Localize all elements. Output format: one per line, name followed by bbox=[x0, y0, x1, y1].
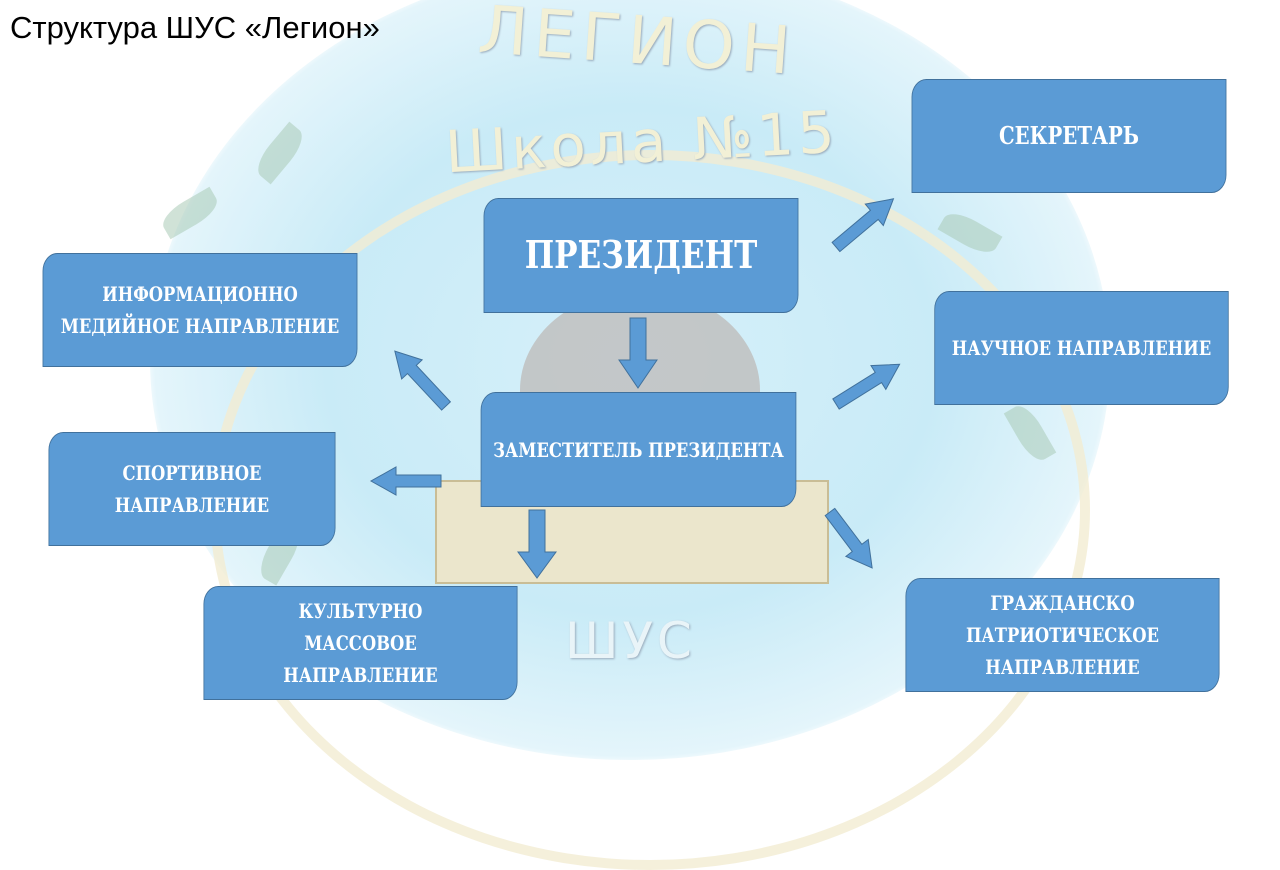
node-label: ИНФОРМАЦИОННО МЕДИЙНОЕ НАПРАВЛЕНИЕ bbox=[60, 282, 340, 338]
node-label: СПОРТИВНОЕ НАПРАВЛЕНИЕ bbox=[114, 461, 270, 517]
node-info-media[interactable]: ИНФОРМАЦИОННО МЕДИЙНОЕ НАПРАВЛЕНИЕ bbox=[42, 253, 358, 367]
node-civic[interactable]: ГРАЖДАНСКО ПАТРИОТИЧЕСКОЕ НАПРАВЛЕНИЕ bbox=[905, 578, 1220, 692]
arrow-deputy-to-info bbox=[394, 350, 452, 411]
node-label: ГРАЖДАНСКО ПАТРИОТИЧЕСКОЕ НАПРАВЛЕНИЕ bbox=[965, 591, 1160, 679]
node-deputy[interactable]: ЗАМЕСТИТЕЛЬ ПРЕЗИДЕНТА bbox=[480, 392, 797, 507]
arrow-deputy-to-civic bbox=[824, 507, 873, 569]
node-secretary[interactable]: СЕКРЕТАРЬ bbox=[911, 79, 1227, 193]
arrow-deputy-to-culture bbox=[517, 509, 557, 579]
node-science[interactable]: НАУЧНОЕ НАПРАВЛЕНИЕ bbox=[934, 291, 1229, 405]
node-label: КУЛЬТУРНО МАССОВОЕ НАПРАВЛЕНИЕ bbox=[283, 599, 438, 687]
logo-text-shus: ШУС bbox=[565, 612, 696, 670]
slide-title: Структура ШУС «Легион» bbox=[10, 10, 380, 45]
node-sport[interactable]: СПОРТИВНОЕ НАПРАВЛЕНИЕ bbox=[48, 432, 336, 546]
arrow-deputy-to-science bbox=[832, 363, 901, 410]
node-label: ЗАМЕСТИТЕЛЬ ПРЕЗИДЕНТА bbox=[493, 437, 784, 462]
node-culture[interactable]: КУЛЬТУРНО МАССОВОЕ НАПРАВЛЕНИЕ bbox=[203, 586, 518, 700]
arrow-president-to-secretary bbox=[831, 198, 895, 253]
arrows-layer bbox=[369, 198, 901, 579]
node-label: ПРЕЗИДЕНТ bbox=[524, 232, 758, 278]
node-label: НАУЧНОЕ НАПРАВЛЕНИЕ bbox=[951, 336, 1212, 360]
node-president[interactable]: ПРЕЗИДЕНТ bbox=[483, 198, 799, 313]
node-label: СЕКРЕТАРЬ bbox=[998, 120, 1140, 150]
arrow-president-to-deputy bbox=[618, 317, 658, 389]
arrow-deputy-to-sport bbox=[369, 466, 442, 496]
